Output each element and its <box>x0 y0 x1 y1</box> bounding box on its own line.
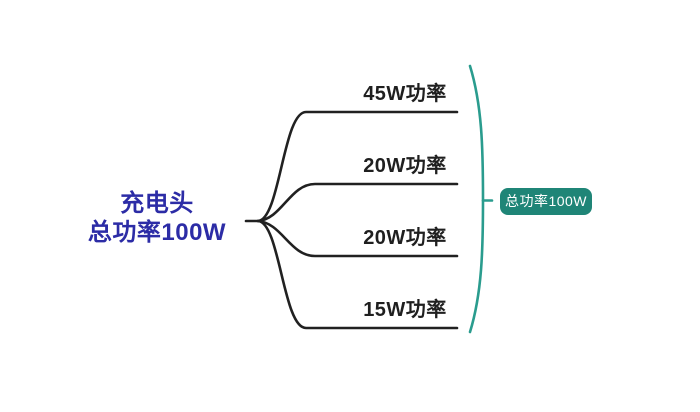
total-power-badge: 总功率100W <box>500 188 592 215</box>
root-node-title: 充电头 <box>120 190 194 217</box>
branch-curve-1 <box>256 110 459 223</box>
branch-label-20w-b: 20W功率 <box>363 227 447 249</box>
right-brace <box>468 64 485 334</box>
branch-label-20w-a: 20W功率 <box>363 155 447 177</box>
root-node-subtitle: 总功率100W <box>87 219 227 246</box>
branch-curve-4 <box>256 219 459 330</box>
root-node-label: 充电头 总功率100W <box>57 189 257 247</box>
branch-curve-3 <box>256 219 459 258</box>
branch-label-15w: 15W功率 <box>363 299 447 321</box>
grouping-brace-group <box>468 64 494 334</box>
branch-curve-2 <box>256 182 459 223</box>
branch-curves-group <box>244 110 459 330</box>
branch-label-45w: 45W功率 <box>363 83 447 105</box>
